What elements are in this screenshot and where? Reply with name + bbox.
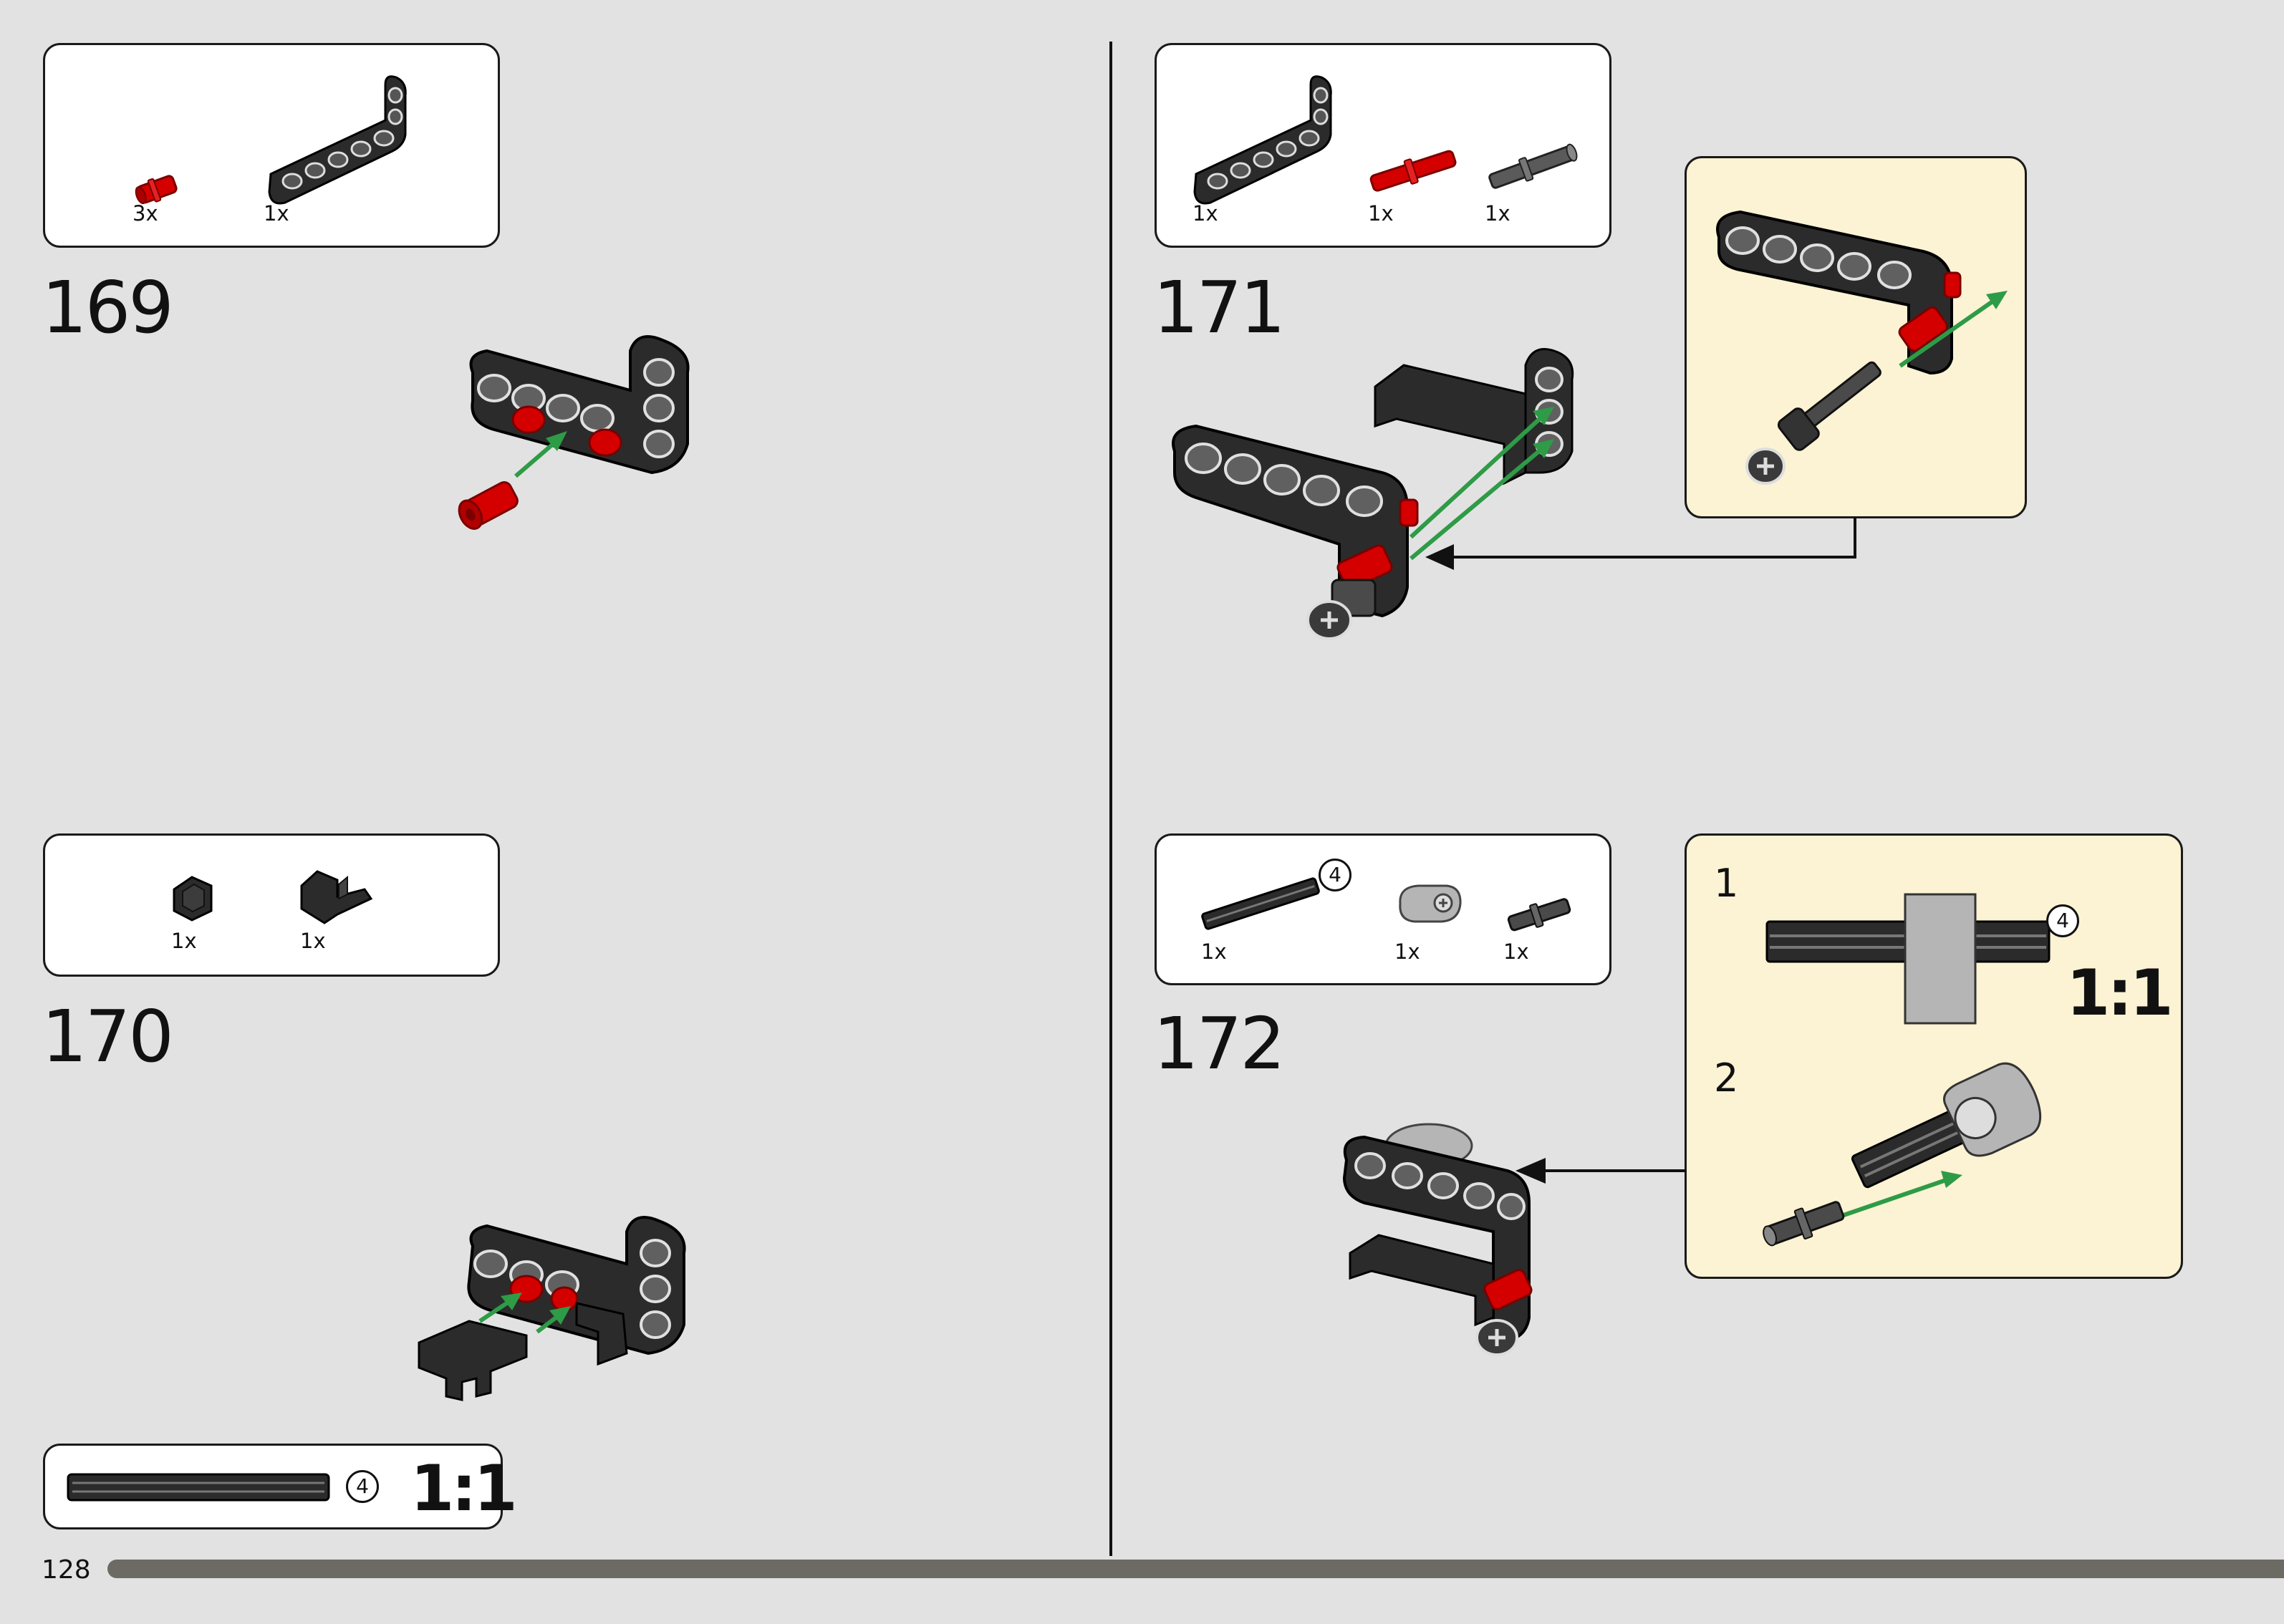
- part-qty: 1x: [1394, 939, 1420, 964]
- dark-axle-pin-icon: [1507, 898, 1571, 932]
- length-indicator: 4: [346, 1470, 379, 1503]
- black-axle-icon: [67, 1473, 330, 1502]
- callout-172: 1 4 1:1 2: [1685, 833, 2183, 1279]
- page-number: 128: [42, 1555, 91, 1585]
- grey-connector-icon: [1399, 884, 1462, 923]
- step-172-assembly: [1342, 1123, 1533, 1356]
- callout-arrow: [1425, 517, 1856, 570]
- callout-arrow: [1516, 1158, 1686, 1184]
- progress-bar: [107, 1560, 2284, 1578]
- part-qty: 1x: [1192, 201, 1218, 226]
- step-number: 172: [1153, 1002, 1286, 1086]
- part-qty: 3x: [132, 201, 158, 226]
- dark-axle-pin-icon: [1488, 143, 1578, 189]
- part-qty: 1x: [1201, 939, 1227, 964]
- parts-list-169: 3x 1x: [43, 43, 500, 248]
- page-divider: [1109, 42, 1112, 1556]
- black-axle-icon: [1201, 877, 1320, 930]
- callout-172-axle-connector: [1765, 893, 2051, 1025]
- black-panel-corner-icon: [173, 876, 213, 922]
- scale-reference-box: 4 1:1: [43, 1444, 518, 1529]
- part-qty: 1x: [171, 929, 197, 953]
- red-friction-pin-icon: [135, 175, 178, 205]
- black-l-beam-icon: [268, 75, 407, 205]
- step-171-assembly: [1172, 348, 1574, 640]
- length-indicator: 4: [1319, 859, 1351, 891]
- step-number: 169: [42, 266, 174, 349]
- part-qty: 1x: [1485, 201, 1510, 226]
- substep-number: 1: [1714, 861, 1739, 906]
- scale-label: 1:1: [2066, 956, 2174, 1030]
- part-qty: 1x: [264, 201, 289, 226]
- step-number: 171: [1153, 266, 1286, 349]
- callout-172-assembly: [1763, 1062, 2042, 1247]
- black-l-beam-icon: [1193, 75, 1332, 205]
- part-qty: 1x: [1503, 939, 1529, 964]
- callout-171: [1685, 156, 2027, 518]
- black-bracket-icon: [300, 870, 373, 924]
- parts-list-170: 1x 1x: [43, 833, 500, 977]
- substep-number: 2: [1714, 1055, 1739, 1101]
- parts-list-172: 4 1x 1x 1x: [1155, 833, 1611, 985]
- red-axle-pin-icon: [1369, 150, 1457, 192]
- callout-171-assembly: [1716, 210, 2008, 485]
- length-indicator: 4: [2046, 904, 2079, 937]
- parts-list-171: 1x 1x 1x: [1155, 43, 1611, 248]
- step-170-assembly: [418, 1216, 686, 1401]
- step-169-assembly: [458, 335, 690, 530]
- step-number: 170: [42, 995, 174, 1078]
- part-qty: 1x: [1368, 201, 1394, 226]
- part-qty: 1x: [300, 929, 326, 953]
- scale-label: 1:1: [410, 1451, 518, 1525]
